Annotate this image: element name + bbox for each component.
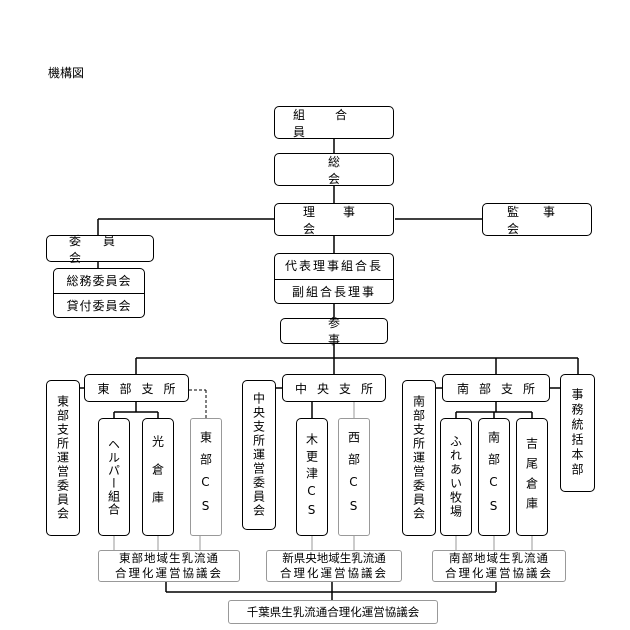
nanbu-kyogikai-line1: 南部地域生乳流通 (449, 551, 549, 565)
sokai-box: 総会 (274, 153, 394, 186)
seibu-cs-label: 西部CS (346, 431, 361, 523)
chiba-kyogikai-label: 千葉県生乳流通合理化運営協議会 (246, 605, 420, 619)
fureai-box: ふれあい牧場 (440, 418, 472, 536)
chiba-kyogikai-box: 千葉県生乳流通合理化運営協議会 (228, 600, 438, 624)
nanbu-cs-box: 南部CS (478, 418, 510, 536)
iinkai-box: 委員会 (46, 234, 154, 265)
shinken-kyogikai-box: 新県央地域生乳流通 合理化運営協議会 (266, 550, 402, 582)
fureai-label: ふれあい牧場 (448, 435, 463, 519)
kanjikai-box: 監事会 (482, 203, 592, 236)
tobu-kyogikai-line2: 合理化運営協議会 (115, 566, 223, 580)
nanbu-shisho-box: 南部支所 (442, 374, 550, 402)
tobu-cs-label: 東部CS (198, 431, 213, 523)
tobu-shisho-label: 東部支所 (97, 381, 186, 396)
seibu-cs-box: 西部CS (338, 418, 370, 536)
officers-box: 代表理事組合長 副組合長理事 (274, 253, 394, 304)
nanbu-kyogikai-line2: 合理化運営協議会 (445, 566, 553, 580)
nanbu-kyogikai-box: 南部地域生乳流通 合理化運営協議会 (432, 550, 566, 582)
rijikai-box: 理事会 (274, 203, 394, 236)
shinken-kyogikai-line2: 合理化運営協議会 (280, 566, 388, 580)
page-title: 機構図 (48, 66, 85, 80)
tobu-cs-box: 東部CS (190, 418, 222, 536)
chuo-iin-label: 中央支所運営委員会 (251, 392, 266, 518)
helper-label: ヘルパー組合 (106, 438, 121, 516)
tobu-iin-label: 東部支所運営委員会 (55, 395, 70, 521)
tobu-shisho-box: 東部支所 (84, 374, 189, 402)
kanjikai-label: 監事会 (507, 204, 580, 236)
kumiaiin-label: 組合員 (293, 107, 378, 139)
jimu-box: 事務統括本部 (560, 374, 595, 492)
kumiaiin-box: 組合員 (274, 106, 394, 139)
tobu-kyogikai-box: 東部地域生乳流通 合理化運営協議会 (98, 550, 240, 582)
nanbu-shisho-label: 南部支所 (456, 381, 545, 396)
iinkai-label: 委員会 (69, 233, 138, 265)
iinkai-sub-box: 総務委員会 貸付委員会 (53, 268, 145, 318)
sokai-label: 総会 (328, 154, 411, 186)
kisarazu-cs-label: 木更津CS (304, 432, 319, 522)
nanbu-iin-box: 南部支所運営委員会 (402, 380, 436, 536)
chuo-shisho-label: 中央支所 (294, 381, 383, 396)
helper-box: ヘルパー組合 (98, 418, 130, 536)
tobu-iin-box: 東部支所運営委員会 (46, 380, 80, 536)
rijikai-label: 理事会 (303, 204, 384, 236)
hikari-label: 光倉庫 (150, 435, 165, 519)
nanbu-cs-label: 南部CS (486, 431, 501, 523)
yoshio-box: 吉尾倉庫 (516, 418, 548, 536)
chuo-shisho-box: 中央支所 (282, 374, 386, 402)
tobu-kyogikai-line1: 東部地域生乳流通 (119, 551, 219, 565)
sanji-box: 参事 (280, 316, 388, 347)
fuku-label: 副組合長理事 (291, 284, 376, 299)
hikari-box: 光倉庫 (142, 418, 174, 536)
kashitsuke-label: 貸付委員会 (66, 298, 132, 313)
daihyo-label: 代表理事組合長 (275, 254, 393, 280)
nanbu-iin-label: 南部支所運営委員会 (411, 395, 426, 521)
jimu-label: 事務統括本部 (570, 388, 584, 478)
sanji-label: 参事 (328, 316, 391, 347)
kisarazu-cs-box: 木更津CS (296, 418, 328, 536)
shinken-kyogikai-line1: 新県央地域生乳流通 (282, 551, 386, 565)
yoshio-label: 吉尾倉庫 (524, 437, 539, 517)
somu-label: 総務委員会 (54, 269, 144, 294)
chuo-iin-box: 中央支所運営委員会 (242, 380, 276, 530)
